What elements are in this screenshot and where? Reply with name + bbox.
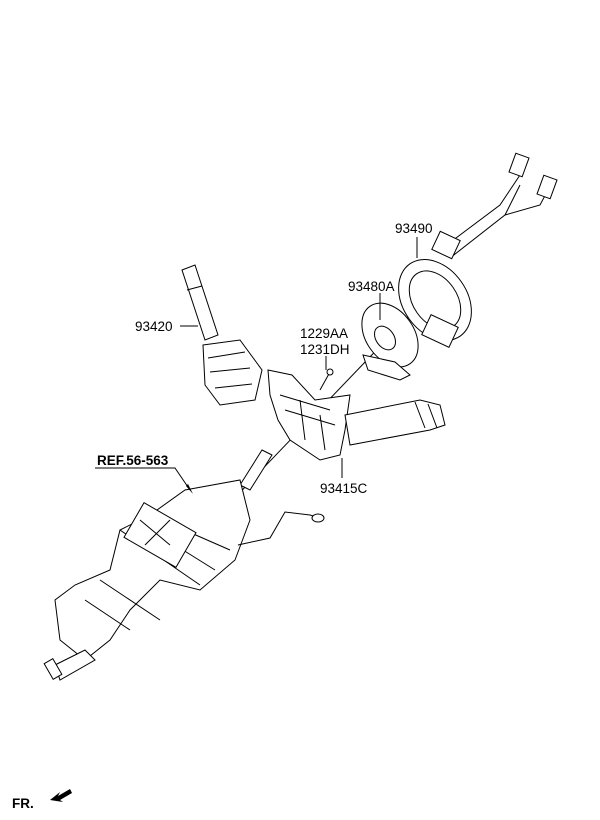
front-label: FR.	[12, 796, 34, 811]
bolt-1229AA	[319, 368, 334, 391]
clock-spring-93490	[398, 152, 558, 348]
multifunction-switch-93415C	[267, 369, 446, 461]
steering-angle-sensor-93480A	[361, 302, 419, 381]
lever-switch-93420	[181, 264, 263, 406]
steering-column	[43, 449, 325, 681]
ref-arrowhead	[186, 484, 193, 494]
ref-label: REF.56-563	[97, 453, 169, 468]
leader-ref	[95, 467, 191, 491]
label-93480A: 93480A	[348, 279, 395, 294]
label-93420: 93420	[135, 319, 173, 334]
label-1231DH: 1231DH	[300, 342, 350, 357]
front-arrow-icon	[50, 789, 72, 802]
label-1229AA: 1229AA	[300, 326, 348, 341]
label-93490: 93490	[395, 221, 433, 236]
label-93415C: 93415C	[320, 481, 368, 496]
